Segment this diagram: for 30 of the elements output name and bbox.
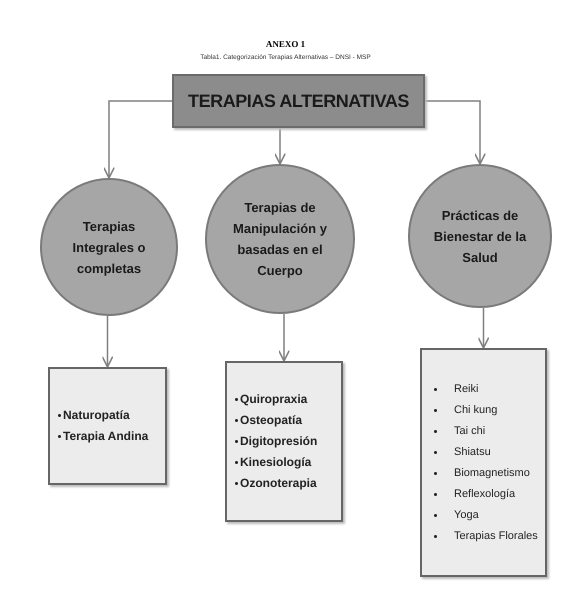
list-box	[225, 361, 343, 522]
arrow	[278, 314, 290, 362]
list-item: Osteopatía	[240, 412, 302, 429]
arrow	[274, 128, 286, 165]
arrow	[425, 100, 486, 165]
page-title: ANEXO 1	[266, 38, 306, 51]
list-item: Quiropraxia	[240, 391, 308, 408]
arrow	[102, 100, 172, 179]
circle-label: Terapias Integrales o completas	[72, 218, 146, 278]
list-item: Digitopresión	[240, 433, 318, 450]
box-heading: TERAPIAS ALTERNATIVAS	[188, 90, 409, 112]
list-item: Reflexología	[454, 486, 516, 502]
list-item: Yoga	[454, 508, 479, 522]
list-item: Ozonoterapia	[240, 475, 317, 492]
list-item: Tai chi	[454, 424, 486, 438]
list-box	[420, 348, 547, 577]
list-item: Kinesiología	[240, 454, 312, 471]
arrow	[477, 308, 490, 349]
list-box	[48, 367, 167, 485]
list-item: Terapias Florales	[454, 528, 538, 544]
list-item: Shiatsu	[454, 444, 491, 460]
circle-label: Terapias de Manipulación y basadas en el Cuerpo	[232, 199, 328, 280]
list-item: Biomagnetismo	[454, 466, 530, 480]
circle-label: Prácticas de Bienestar de la Salud	[432, 206, 528, 266]
title-box	[172, 74, 425, 128]
list-item: Naturopatía	[63, 407, 130, 424]
list-item: Reiki	[454, 382, 478, 396]
arrow	[101, 316, 114, 368]
list-item: Chi kung	[454, 402, 498, 418]
list-item: Terapia Andina	[63, 428, 148, 445]
